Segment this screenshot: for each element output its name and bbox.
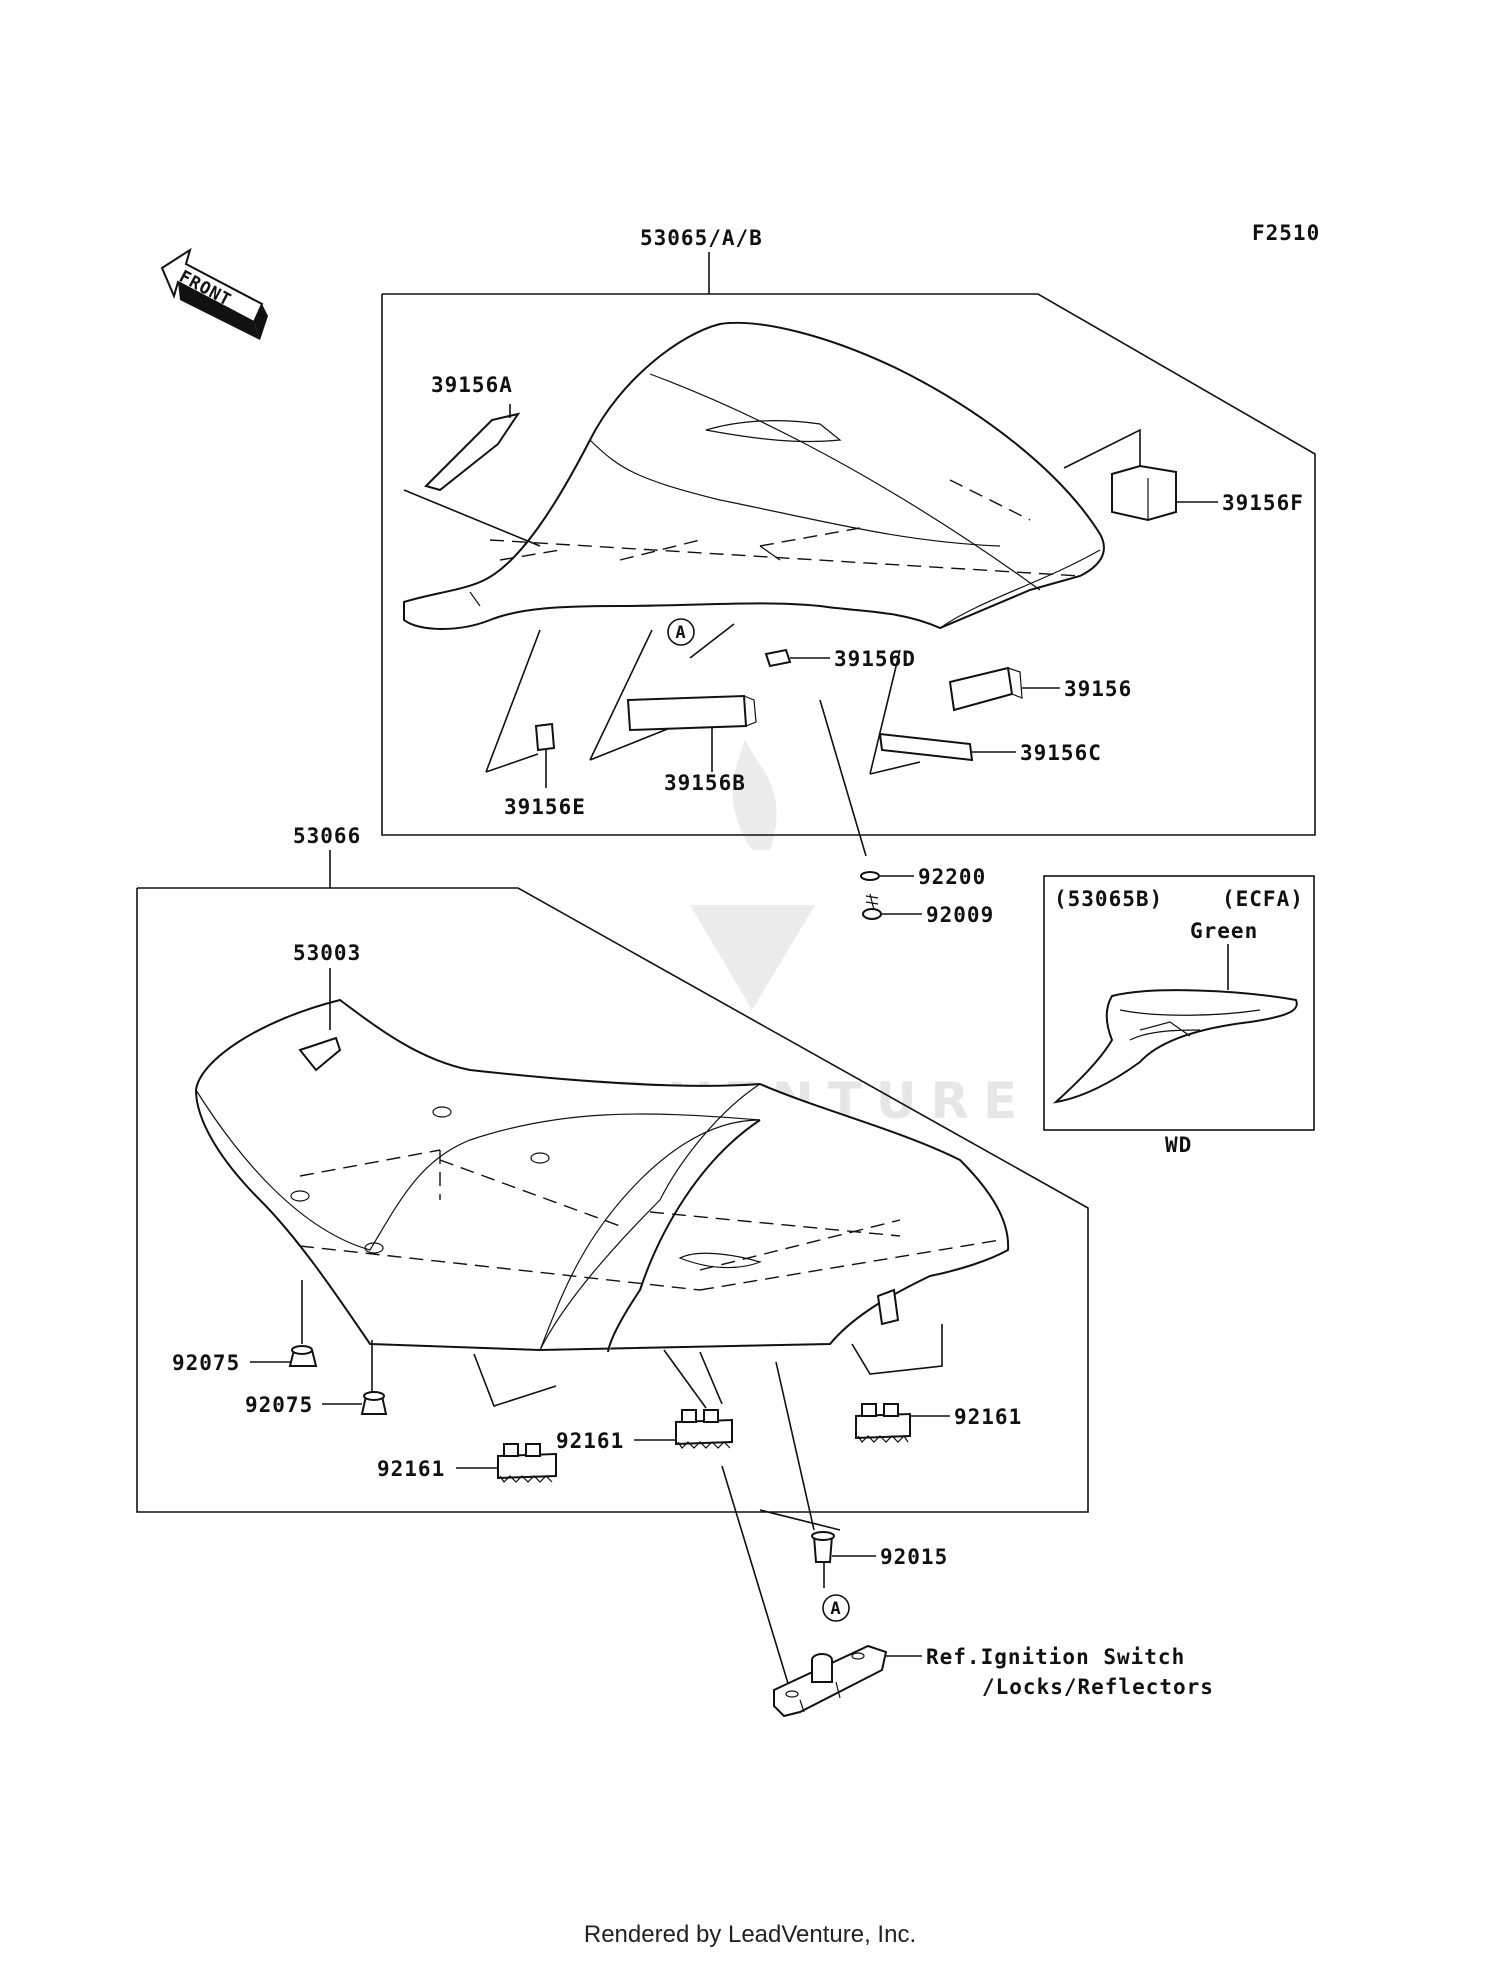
- callout-a-lower: A: [822, 1594, 850, 1622]
- ignition-switch-bracket: [773, 1644, 888, 1718]
- bracket-92161-mid: [675, 1409, 733, 1449]
- inset-caption: WD: [1165, 1133, 1192, 1157]
- inset-ref: (53065B): [1054, 887, 1163, 911]
- bracket-92161-right: [855, 1403, 911, 1443]
- label-92075-a: 92075: [172, 1351, 240, 1375]
- label-92075-b: 92075: [245, 1393, 313, 1417]
- lower-group-frame: [136, 887, 1089, 1513]
- label-39156B: 39156B: [664, 771, 746, 795]
- part-39156C: [878, 732, 974, 762]
- reference-line-1: Ref.Ignition Switch: [926, 1645, 1185, 1669]
- reference-line-2: /Locks/Reflectors: [982, 1675, 1214, 1699]
- label-39156D: 39156D: [834, 647, 916, 671]
- label-92161-mid: 92161: [556, 1429, 624, 1453]
- callout-a-upper-letter: A: [675, 623, 686, 643]
- label-53066: 53066: [293, 824, 361, 848]
- label-92015: 92015: [880, 1545, 948, 1569]
- part-39156: [948, 666, 1023, 712]
- label-39156C: 39156C: [1020, 741, 1102, 765]
- inset-box: [1043, 875, 1315, 1131]
- label-39156F: 39156F: [1222, 491, 1304, 515]
- inset-cowl-graphic: [1052, 989, 1298, 1104]
- screw-92009: [862, 893, 882, 920]
- inset-market: (ECFA): [1222, 887, 1304, 911]
- front-arrow-icon: FRONT: [160, 247, 268, 340]
- label-53065AB: 53065/A/B: [640, 226, 763, 250]
- label-39156E: 39156E: [504, 795, 586, 819]
- part-39156A: [424, 412, 521, 492]
- upper-leader-lines: [403, 428, 1141, 775]
- collar-92015: [811, 1531, 835, 1563]
- label-92009: 92009: [926, 903, 994, 927]
- part-39156D: [764, 648, 792, 668]
- upper-group-frame: [381, 293, 1316, 836]
- callout-a-lower-letter: A: [830, 1599, 841, 1619]
- bracket-92161-left: [497, 1443, 557, 1483]
- main-seat: [194, 998, 1010, 1353]
- inset-color: Green: [1190, 919, 1258, 943]
- callout-a-upper: A: [667, 618, 695, 646]
- label-39156A: 39156A: [431, 373, 513, 397]
- lower-leader-lines: [301, 1280, 943, 1691]
- rear-seat-cowl: [403, 321, 1105, 630]
- label-39156: 39156: [1064, 677, 1132, 701]
- figure-code: F2510: [1252, 221, 1320, 245]
- part-39156E: [534, 722, 556, 752]
- washer-92200: [860, 871, 880, 881]
- label-92161-left: 92161: [377, 1457, 445, 1481]
- part-39156B: [626, 694, 757, 732]
- footer-credit: Rendered by LeadVenture, Inc.: [584, 1921, 916, 1948]
- label-92200: 92200: [918, 865, 986, 889]
- grommet-92075-b: [360, 1391, 388, 1415]
- grommet-92075-a: [288, 1345, 318, 1367]
- part-39156F: [1111, 464, 1177, 522]
- label-92161-right: 92161: [954, 1405, 1022, 1429]
- label-53003: 53003: [293, 941, 361, 965]
